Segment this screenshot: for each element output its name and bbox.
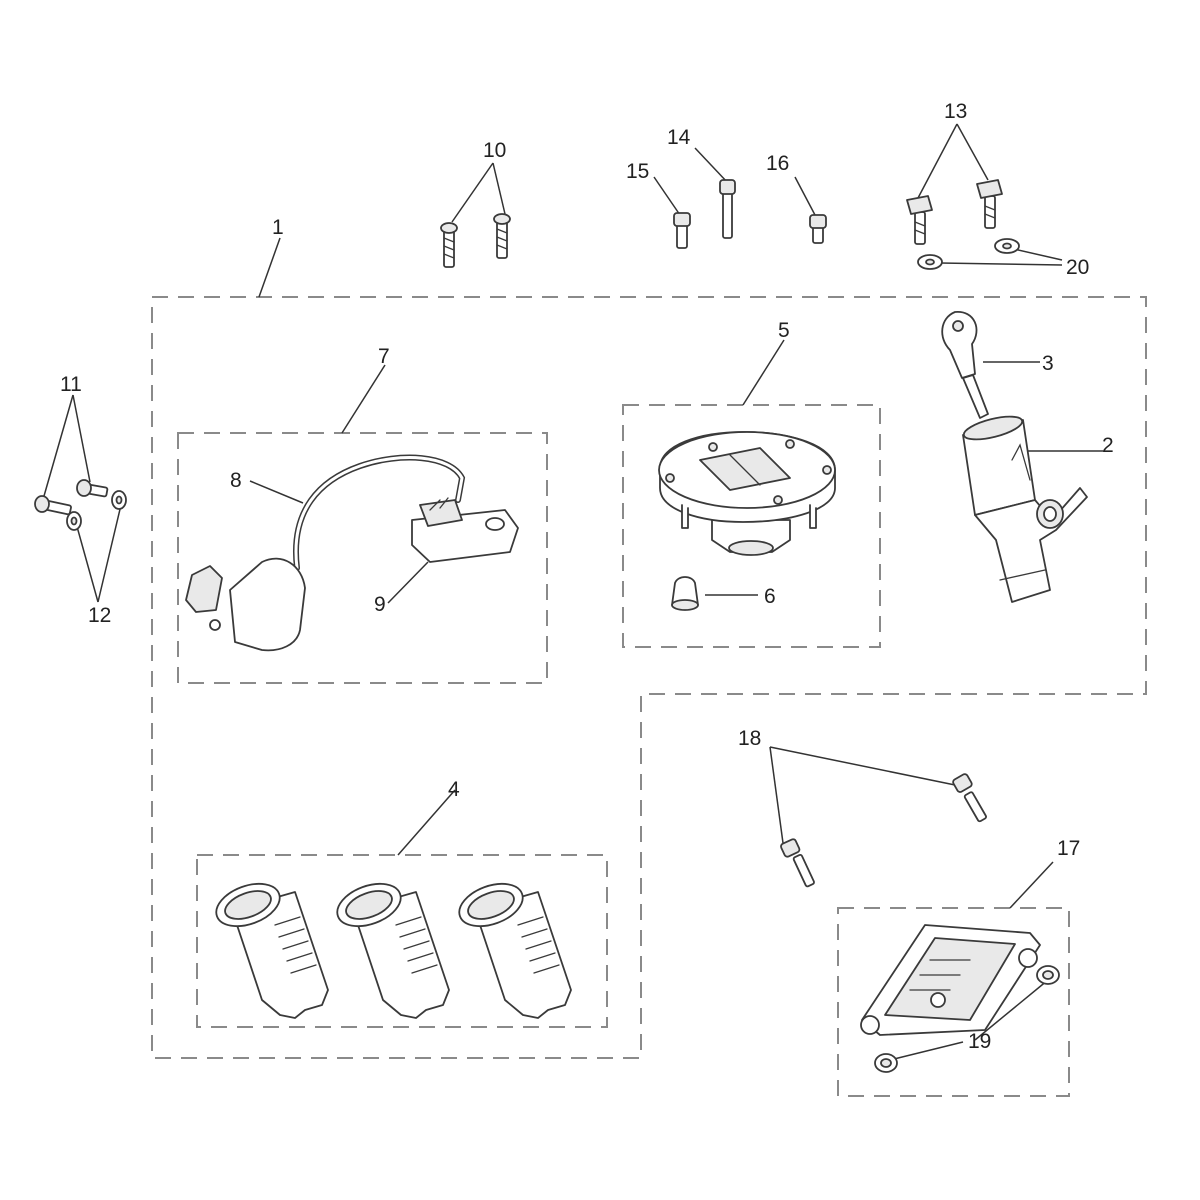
screw-11-left (34, 495, 72, 516)
callout-4: 4 (448, 778, 460, 801)
bolt-18-upper (952, 773, 987, 823)
callout-16: 16 (766, 152, 789, 175)
callout-5: 5 (778, 319, 790, 342)
bolt-13-left (906, 195, 933, 245)
bolt-10-left (440, 222, 458, 268)
callout-13: 13 (944, 100, 967, 123)
callout-6: 6 (764, 585, 776, 608)
lock-barrel-3 (458, 882, 572, 1019)
washer-12-left (66, 511, 82, 531)
callout-19: 19 (968, 1030, 991, 1053)
callout-14: 14 (667, 126, 691, 149)
washer-20-right (994, 238, 1020, 254)
nut-19-lower (874, 1053, 898, 1073)
connector-9 (411, 497, 519, 563)
callout-17: 17 (1057, 837, 1080, 860)
callout-20: 20 (1066, 256, 1089, 279)
lock-barrels-group-border (196, 854, 608, 1028)
fuel-cap-group-border (622, 404, 881, 648)
bolt-14 (719, 179, 736, 239)
callout-8: 8 (230, 469, 242, 492)
lock-barrel-1 (215, 882, 329, 1019)
ignition-switch (962, 415, 1088, 603)
callout-1: 1 (272, 216, 284, 239)
rubber-cap (671, 576, 699, 611)
ignition-key (941, 311, 989, 419)
seat-lock-plate (860, 924, 1041, 1036)
callout-3: 3 (1042, 352, 1054, 375)
bolt-10-right (493, 213, 511, 259)
seat-lock-group-border (837, 907, 1070, 1097)
callout-labels: 1 2 3 4 5 6 7 8 9 10 11 12 13 14 15 16 1… (60, 100, 1114, 1053)
fuel-filler-cap (658, 431, 836, 556)
callout-12: 12 (88, 604, 111, 627)
bolt-15 (673, 212, 691, 249)
lock-barrel-2 (336, 882, 450, 1019)
screw-11-right (76, 479, 109, 498)
bolt-18-lower (780, 838, 815, 888)
main-kit-border (151, 296, 1147, 1059)
washer-12-right (111, 490, 127, 510)
nut-19-upper (1036, 965, 1060, 985)
callout-15: 15 (626, 160, 649, 183)
bolt-13-right (976, 179, 1003, 229)
lock-switch-body (185, 557, 306, 652)
bolt-16 (809, 214, 827, 244)
callout-10: 10 (483, 139, 506, 162)
washer-20-left (917, 254, 943, 270)
wiring-harness (293, 454, 466, 571)
callout-11: 11 (60, 373, 82, 396)
callout-2: 2 (1102, 434, 1114, 457)
callout-18: 18 (738, 727, 761, 750)
harness-group-border (177, 432, 548, 684)
leader-lines (43, 123, 1103, 1061)
callout-7: 7 (378, 345, 390, 368)
callout-9: 9 (374, 593, 386, 616)
